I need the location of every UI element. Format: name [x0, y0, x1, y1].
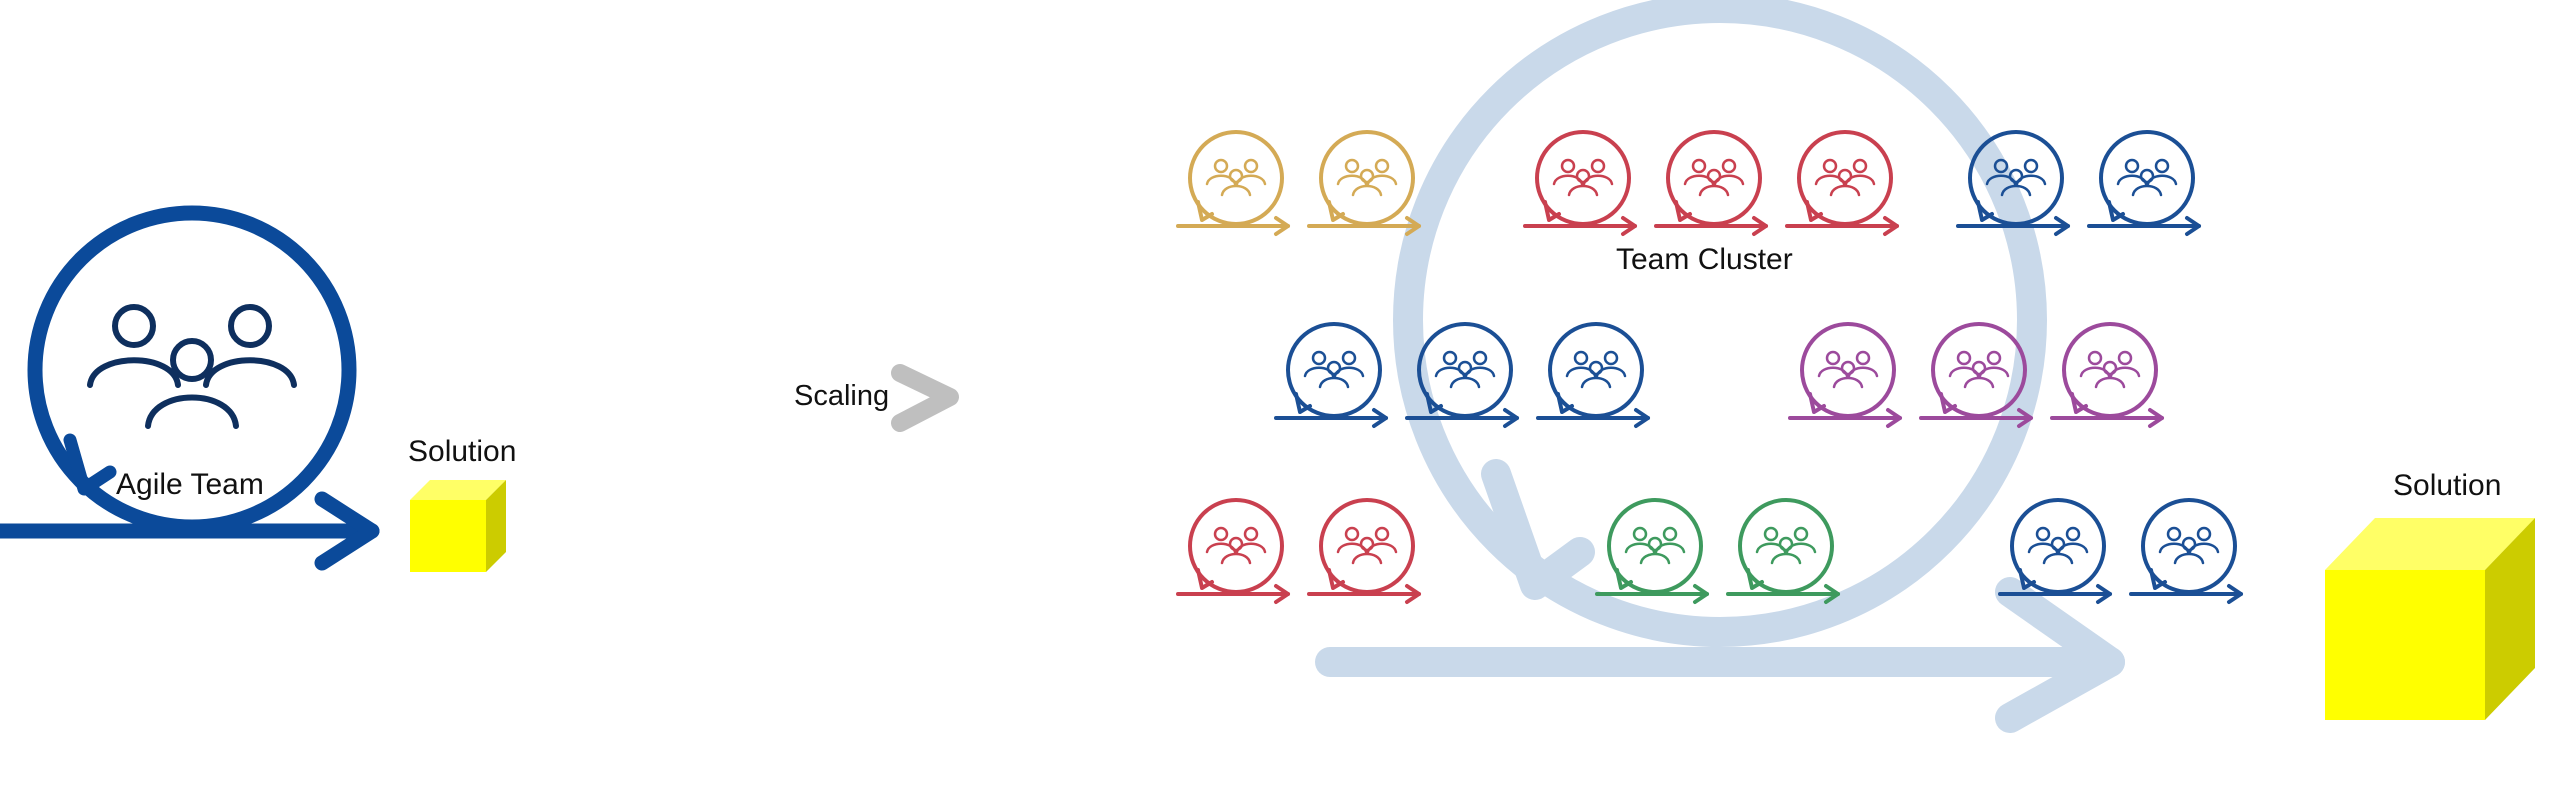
solution-right-label: Solution [2393, 469, 2502, 502]
scaling-label: Scaling [794, 380, 890, 412]
team-cluster-icons [1176, 130, 2243, 604]
team-icon [1726, 498, 1840, 604]
scaling-chevron-icon [891, 364, 959, 432]
team-icon [1307, 498, 1421, 604]
agile-team-label: Agile Team [116, 468, 264, 501]
team-cluster-label: Team Cluster [1616, 243, 1793, 276]
solution-cube-small [410, 480, 506, 572]
team-icon [1785, 130, 1899, 236]
team-icon [1998, 498, 2112, 604]
team-icon [1405, 322, 1519, 428]
agile-team-people-icon [87, 304, 297, 429]
team-icon [1523, 130, 1637, 236]
team-icon [2087, 130, 2201, 236]
team-icon [1595, 498, 1709, 604]
cluster-cycle-background [1315, 0, 2125, 733]
team-icon [1788, 322, 1902, 428]
team-icon [1176, 130, 1290, 236]
team-icon [2129, 498, 2243, 604]
team-icon [1654, 130, 1768, 236]
team-icon [2050, 322, 2164, 428]
team-icon [1176, 498, 1290, 604]
team-icon [1956, 130, 2070, 236]
solution-cube-large [2325, 518, 2535, 720]
team-icon [1307, 130, 1421, 236]
agile-team-cycle [0, 205, 380, 571]
team-icon [1536, 322, 1650, 428]
team-icon [1274, 322, 1388, 428]
team-icon [1919, 322, 2033, 428]
solution-left-label: Solution [408, 435, 517, 468]
